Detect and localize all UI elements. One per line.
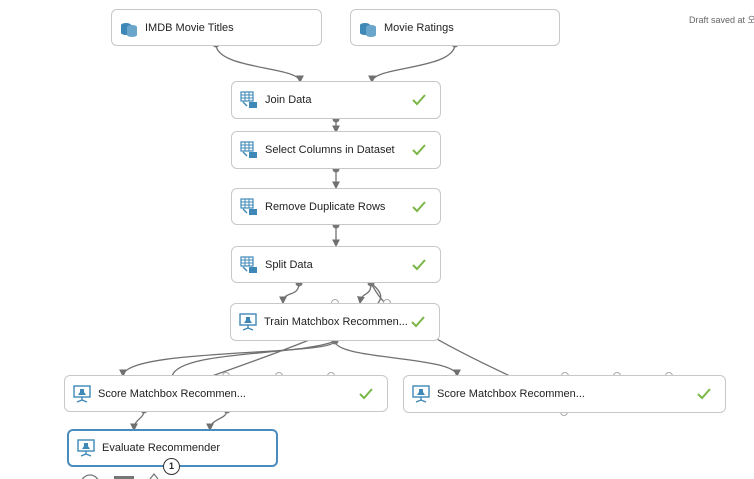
draft-saved-status: Draft saved at 오 (689, 15, 754, 25)
train-model-icon (77, 439, 95, 457)
train-model-icon (73, 384, 91, 403)
check-icon (412, 258, 426, 270)
train-model-icon (239, 313, 257, 331)
data-transform-icon (240, 141, 257, 158)
module-score-matchbox-2[interactable]: Score Matchbox Recommen... (403, 375, 726, 413)
wire-train-score2 (334, 340, 461, 378)
check-icon (412, 94, 426, 106)
wire-imdb-join (215, 43, 304, 84)
train-model-icon (412, 385, 430, 403)
dataset-icon (121, 22, 137, 37)
check-icon (412, 144, 426, 156)
module-label: Evaluate Recommender (102, 442, 221, 454)
output-port-badge[interactable]: 1 (163, 458, 180, 475)
module-label: Train Matchbox Recommen... (264, 316, 408, 328)
wire-score1-eval2 (206, 409, 228, 432)
toolbar-partial (81, 472, 159, 479)
check-icon (411, 316, 425, 328)
module-label: Score Matchbox Recommen... (437, 388, 585, 400)
check-icon (412, 200, 426, 212)
data-transform-icon (240, 197, 257, 215)
module-label: Score Matchbox Recommen... (98, 387, 246, 400)
data-transform-icon (240, 255, 257, 273)
module-select-columns[interactable]: Select Columns in Dataset (231, 131, 441, 169)
wire-train-score1b (171, 340, 336, 377)
check-icon (359, 387, 373, 399)
module-join-data[interactable]: Join Data (231, 81, 441, 119)
module-movie-ratings[interactable]: Movie Ratings (350, 9, 560, 46)
module-imdb-movie-titles[interactable]: IMDB Movie Titles (111, 9, 322, 46)
wire-split-train1 (279, 282, 300, 305)
wire-train-score1a (119, 340, 336, 378)
module-remove-duplicate-rows[interactable]: Remove Duplicate Rows (231, 188, 441, 225)
data-transform-icon (240, 91, 257, 108)
module-split-data[interactable]: Split Data (231, 246, 441, 283)
module-label: Select Columns in Dataset (265, 144, 395, 156)
wire-ratings-join (368, 43, 456, 84)
module-label: Movie Ratings (384, 21, 454, 34)
module-label: Split Data (265, 258, 313, 271)
module-label: Remove Duplicate Rows (265, 200, 386, 213)
module-score-matchbox-1[interactable]: Score Matchbox Recommen... (64, 375, 388, 412)
module-train-matchbox[interactable]: Train Matchbox Recommen... (230, 303, 440, 341)
dataset-icon (360, 22, 376, 37)
module-label: IMDB Movie Titles (145, 21, 234, 34)
module-label: Join Data (265, 94, 312, 106)
check-icon (697, 388, 711, 400)
